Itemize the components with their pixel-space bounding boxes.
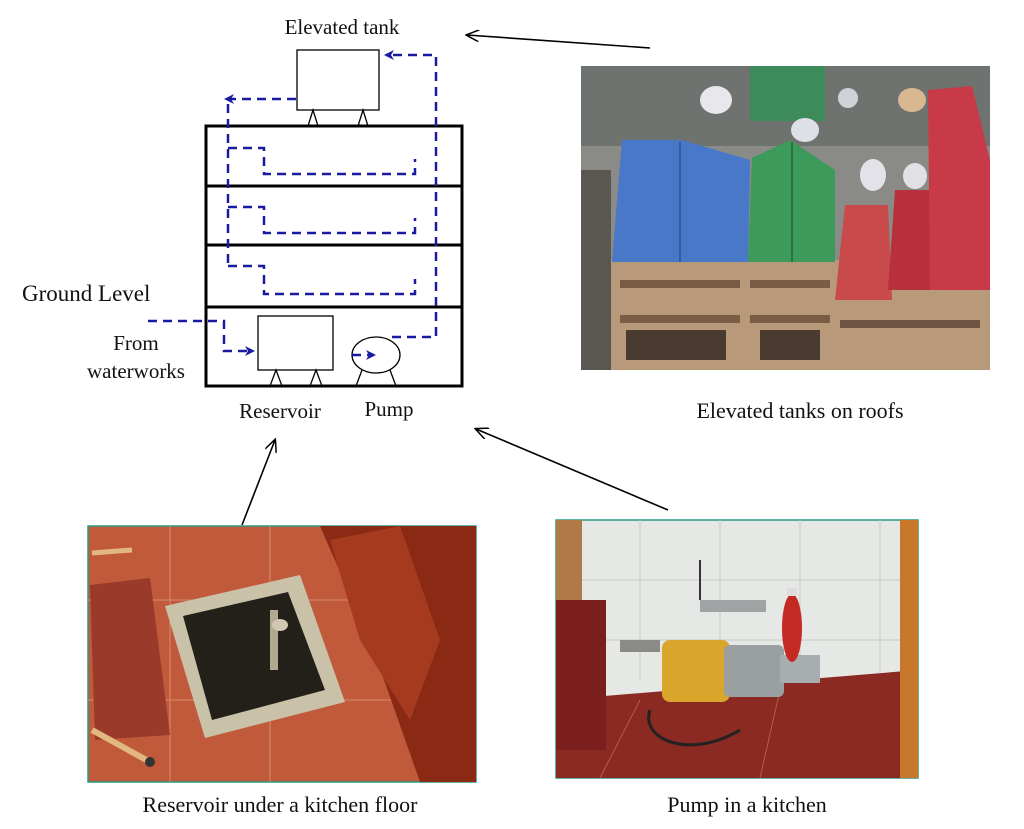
- rooftops-photo: [581, 66, 990, 370]
- building-schematic: [204, 49, 464, 388]
- pump-caption: Pump in a kitchen: [667, 792, 826, 817]
- pump-label: Pump: [364, 397, 413, 421]
- pointer-arrows: [241, 35, 669, 526]
- reservoir-photo: [87, 525, 477, 783]
- from-waterworks-label-line2: waterworks: [87, 359, 185, 383]
- pump-legs: [355, 369, 397, 387]
- elevated-tank-box: [296, 49, 380, 111]
- rooftops-caption: Elevated tanks on roofs: [696, 398, 903, 423]
- reservoir-label: Reservoir: [239, 399, 321, 423]
- ground-level-label: Ground Level: [22, 281, 150, 306]
- pump-photo: [555, 519, 919, 779]
- flow-branch-floor-2: [228, 205, 417, 235]
- flow-from-waterworks: [148, 319, 255, 356]
- flow-branch-floor-1: [228, 264, 417, 296]
- elevated-tank-legs: [307, 107, 369, 127]
- flow-branch-floor-3: [228, 146, 417, 176]
- from-waterworks-label-line1: From: [113, 331, 159, 355]
- building-outline: [204, 124, 464, 388]
- elevated-tank-label: Elevated tank: [285, 15, 400, 39]
- arrow-reservoir-photo-to-reservoir: [241, 440, 275, 526]
- reservoir-box: [257, 315, 334, 371]
- arrow-pump-photo-to-pump: [476, 429, 669, 511]
- reservoir-caption: Reservoir under a kitchen floor: [143, 792, 419, 817]
- reservoir-legs: [269, 368, 323, 387]
- arrow-roof-photo-to-tank: [467, 35, 651, 49]
- flow-riser-to-tank: [384, 50, 438, 339]
- water-flow: [148, 50, 438, 360]
